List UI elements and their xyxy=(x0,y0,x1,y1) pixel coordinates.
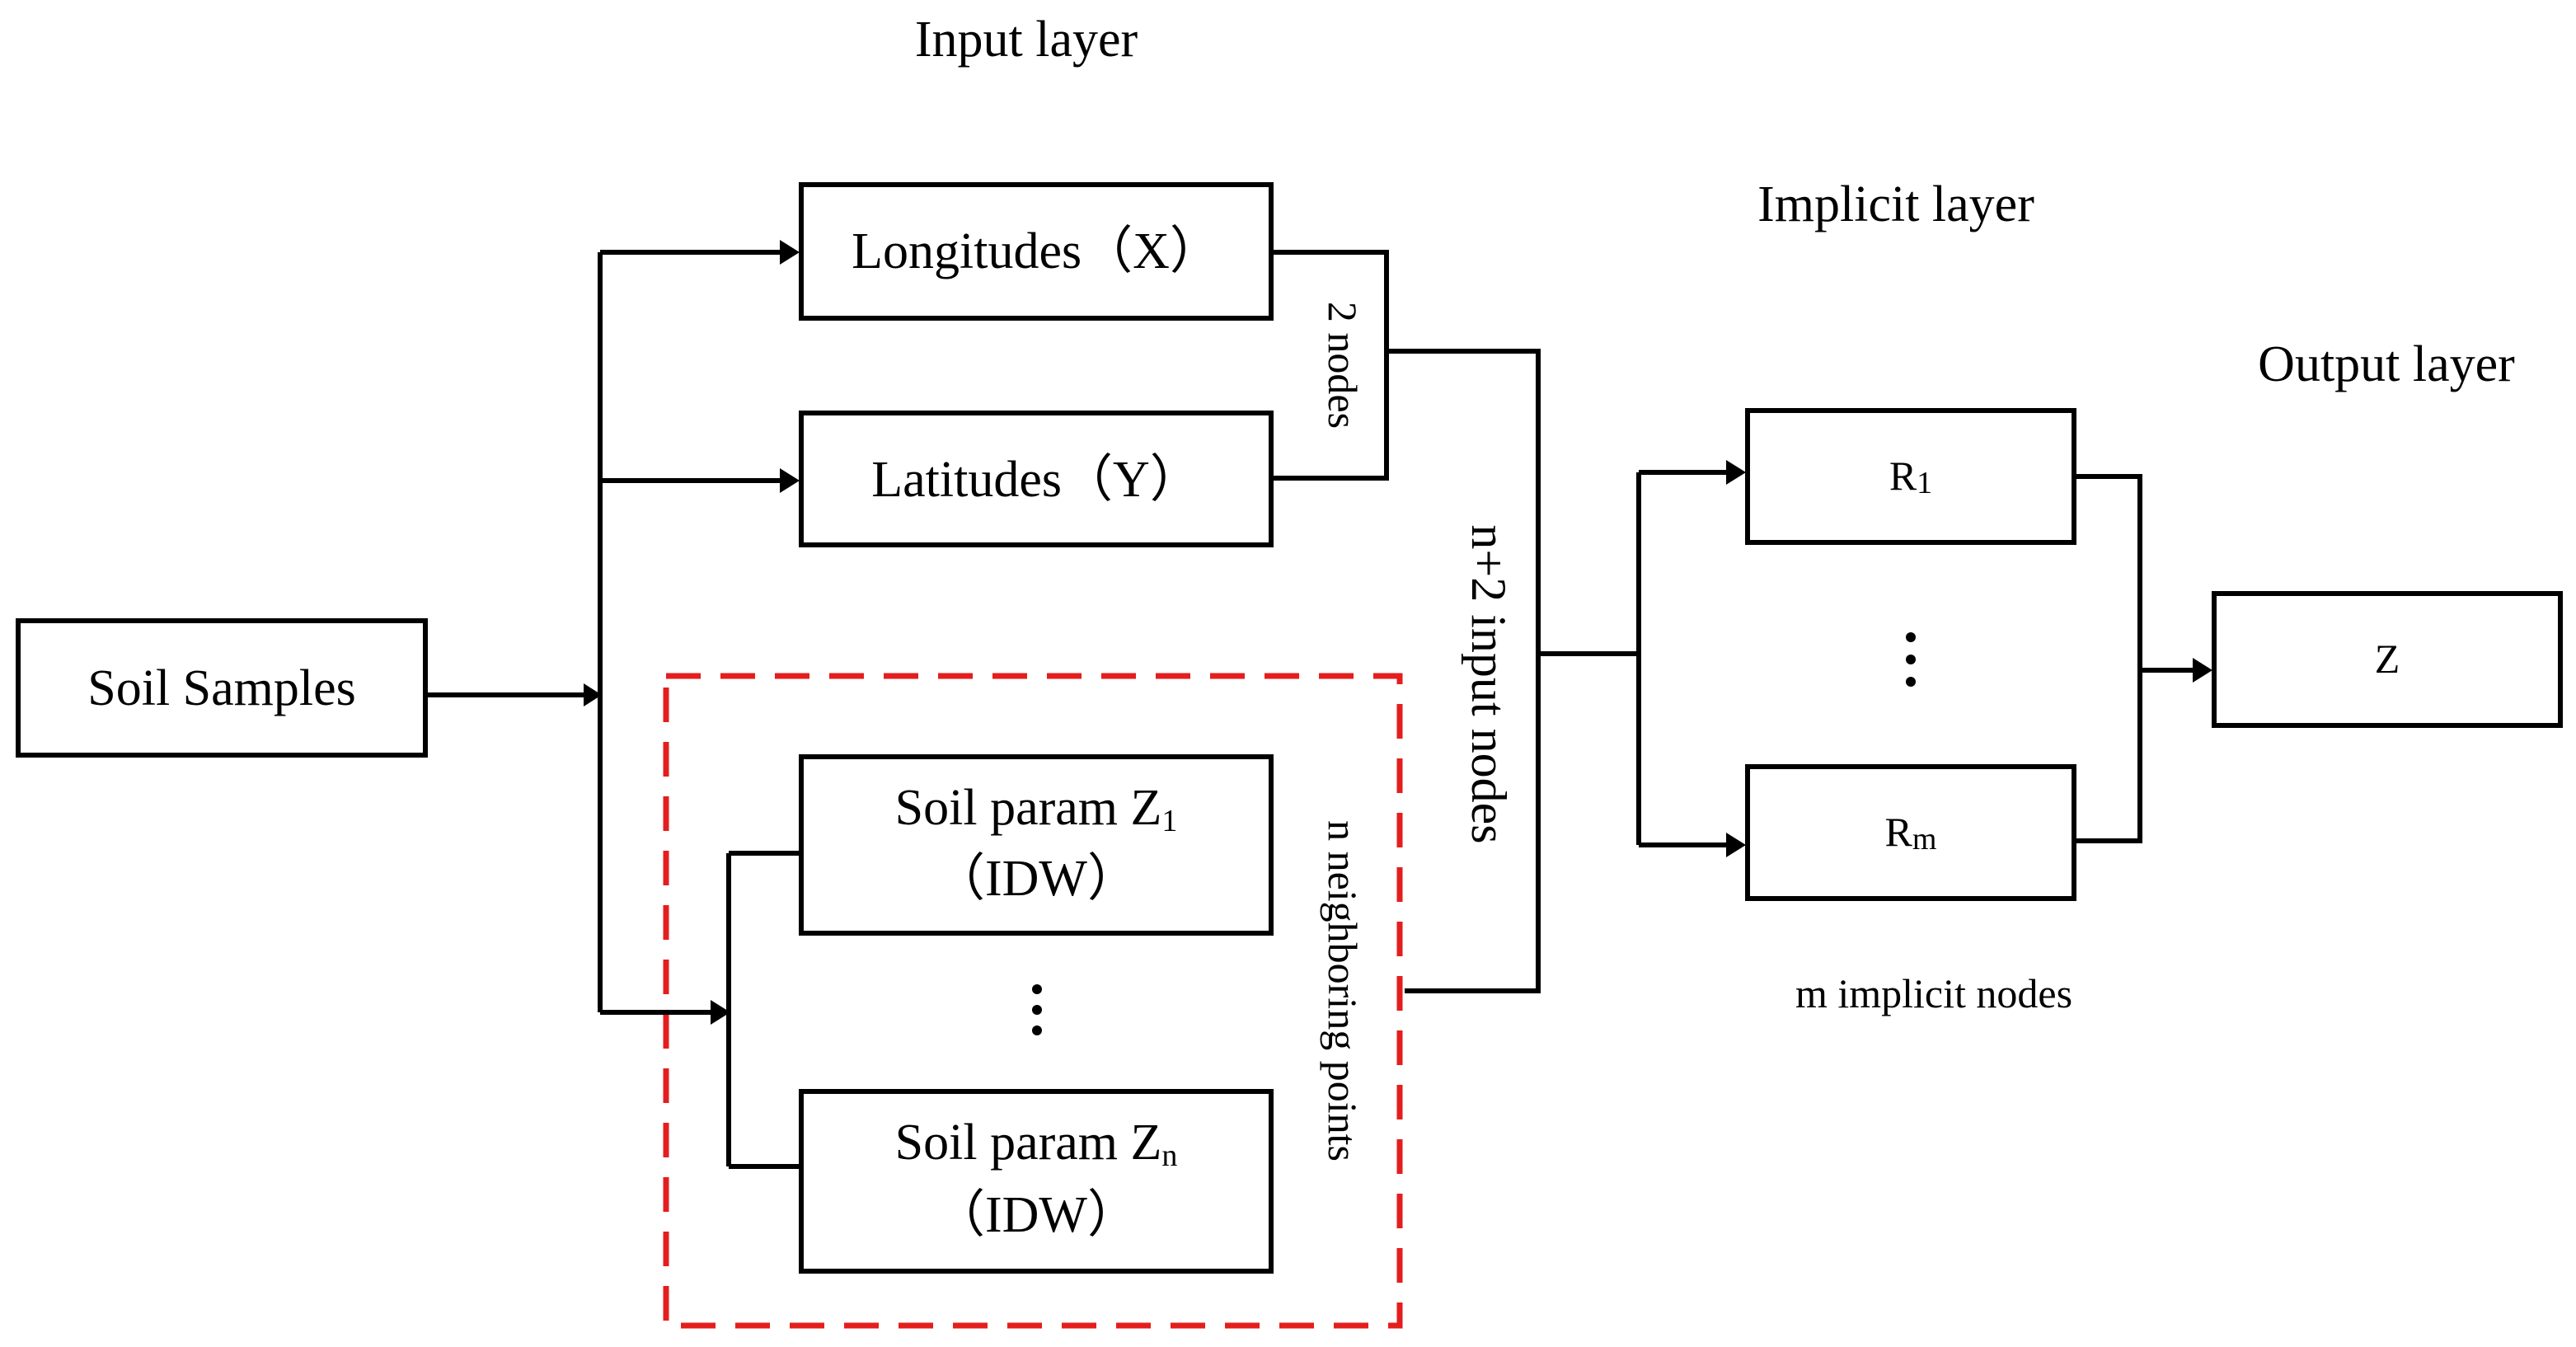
latitudes-box xyxy=(799,411,1274,547)
implicit-nodes-note: m implicit nodes xyxy=(1795,970,2072,1016)
soil-param-z1-method: （IDW） xyxy=(934,851,1138,907)
implicit-ellipsis xyxy=(1906,632,1916,687)
z-output-box xyxy=(2212,591,2563,728)
two-nodes-note: 2 nodes xyxy=(1320,302,1366,429)
arrow-into-param-branch xyxy=(711,1000,730,1025)
soil-param-zn-method: （IDW） xyxy=(934,1187,1138,1243)
soil-samples-box xyxy=(16,618,428,758)
soil-param-zn-sub: n xyxy=(1161,1138,1177,1173)
neighbor-points-highlight xyxy=(663,673,1403,1329)
soil-param-zn-box xyxy=(799,1089,1274,1274)
rm-sub: m xyxy=(1912,822,1937,857)
soil-param-z1-main: Soil param Z xyxy=(895,780,1162,836)
arrow-into-r1 xyxy=(1726,460,1746,485)
input-layer-title: Input layer xyxy=(915,12,1138,68)
param-ellipsis xyxy=(1032,984,1042,1035)
connectors xyxy=(427,250,2194,1169)
arrow-into-output xyxy=(2193,658,2212,683)
z-output-label: Z xyxy=(2375,636,2400,682)
longitudes-label: Longitudes（X） xyxy=(852,223,1221,279)
soil-param-z1-box xyxy=(799,754,1274,936)
neighboring-points-note: n neighboring points xyxy=(1320,820,1366,1162)
arrow-into-rm xyxy=(1726,833,1746,857)
wire-r1-out xyxy=(2076,474,2142,843)
arrowheads xyxy=(584,240,2212,1025)
rm-label: Rm xyxy=(1885,809,1937,857)
soil-param-zn-label: Soil param Zn xyxy=(895,1115,1178,1173)
r1-sub: 1 xyxy=(1917,466,1932,500)
r1-label: R1 xyxy=(1889,453,1932,500)
longitudes-box xyxy=(799,182,1274,321)
arrow-into-longitudes xyxy=(780,240,800,265)
arrow-into-latitudes xyxy=(780,468,800,493)
soil-samples-label: Soil Samples xyxy=(87,660,356,716)
wire-xy-to-collector xyxy=(1387,349,1541,993)
soil-param-zn-main: Soil param Z xyxy=(895,1115,1162,1171)
arrow-into-trunk xyxy=(584,683,602,706)
output-layer-title: Output layer xyxy=(2258,336,2515,392)
soil-param-z1-sub: 1 xyxy=(1161,804,1177,838)
soil-param-z1-label: Soil param Z1 xyxy=(895,780,1178,838)
rm-box xyxy=(1745,764,2076,901)
latitudes-label: Latitudes（Y） xyxy=(871,452,1201,508)
wire-xy-merge xyxy=(1273,250,1389,481)
r1-box xyxy=(1745,408,2076,545)
input-nodes-note: n+2 input nodes xyxy=(1462,524,1516,843)
implicit-layer-title: Implicit layer xyxy=(1757,176,2034,232)
r1-main: R xyxy=(1889,453,1917,499)
rm-main: R xyxy=(1885,809,1913,855)
